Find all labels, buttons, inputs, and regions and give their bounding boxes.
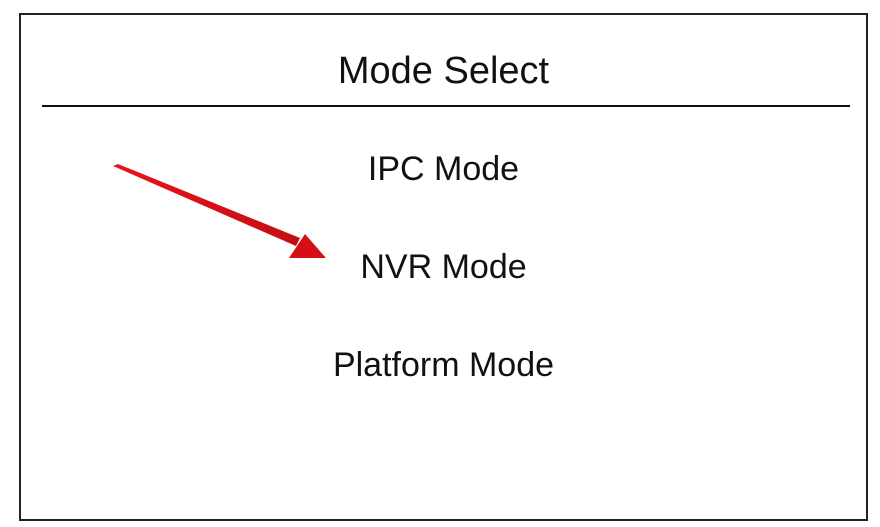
menu-item-platform-mode[interactable]: Platform Mode xyxy=(332,346,555,384)
menu-item-nvr-mode[interactable]: NVR Mode xyxy=(360,248,527,286)
page-title: Mode Select xyxy=(337,50,550,92)
mode-select-panel: Mode Select IPC Mode NVR Mode Platform M… xyxy=(19,13,868,521)
title-divider xyxy=(42,105,850,107)
menu-item-ipc-mode[interactable]: IPC Mode xyxy=(367,150,520,188)
